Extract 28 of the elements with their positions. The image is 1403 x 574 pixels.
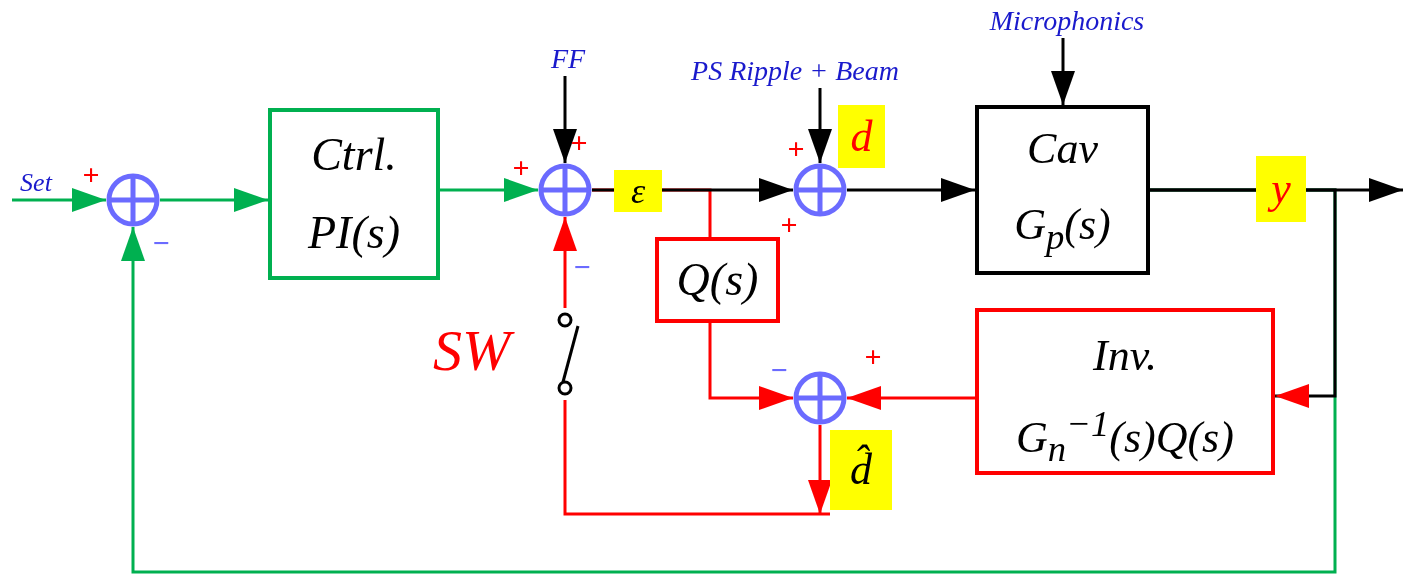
block-title: Inv. bbox=[1092, 332, 1158, 381]
block-title: Ctrl. bbox=[310, 130, 398, 181]
transfer-function-block bbox=[975, 105, 1150, 275]
signal-name: d bbox=[838, 105, 885, 168]
transfer-function-block bbox=[975, 308, 1275, 475]
transfer-function: G$_{n}$$^{−1}$(s)Q(s) bbox=[1015, 404, 1235, 470]
signal-label: FF bbox=[543, 42, 593, 76]
signal-name: y bbox=[1256, 156, 1306, 222]
signal-label: Microphonics bbox=[962, 4, 1172, 38]
sign-label: + bbox=[81, 162, 101, 188]
transfer-function: PI(s) bbox=[306, 208, 401, 259]
signal-name: ε bbox=[614, 170, 662, 212]
signal-label: Set bbox=[10, 168, 62, 198]
sign-label: + bbox=[863, 344, 883, 370]
sign-label: + bbox=[786, 136, 806, 162]
sign-label: − bbox=[769, 357, 789, 383]
transfer-function: G$_{p}$(s) bbox=[1013, 201, 1112, 258]
sign-label: + bbox=[569, 130, 589, 156]
transfer-function-block bbox=[655, 237, 780, 323]
signal-label: PS Ripple + Beam bbox=[658, 54, 932, 88]
signal-name: d̂ bbox=[830, 430, 892, 510]
sign-label: + bbox=[511, 155, 531, 181]
transfer-function: Q(s) bbox=[675, 255, 760, 306]
block-title: Cav bbox=[1026, 125, 1099, 174]
sign-label: − bbox=[572, 254, 592, 280]
sign-label: − bbox=[151, 230, 171, 256]
transfer-function-block bbox=[268, 108, 440, 280]
sign-label: + bbox=[779, 212, 799, 238]
